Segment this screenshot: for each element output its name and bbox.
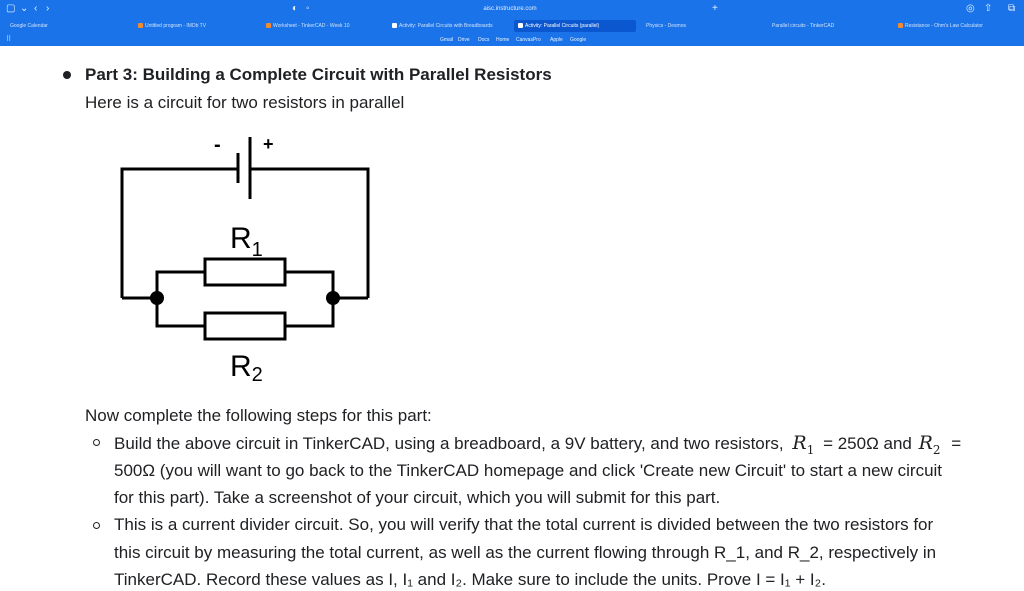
bookmark-5[interactable]: Apple — [550, 37, 563, 43]
tab-favicon — [518, 23, 523, 29]
tabs-icon[interactable]: ⧉ — [1008, 3, 1016, 14]
bookmark-6[interactable]: Google — [570, 37, 587, 43]
parallel-circuit-diagram: - + R1 R2 — [120, 134, 370, 381]
tab-favicon — [138, 23, 143, 29]
add-icon[interactable]: + — [712, 3, 718, 14]
bookmarks-bar: ⠿ Gmail Drive Docs Home CanvasPro Apple … — [0, 34, 1024, 46]
bookmark-4[interactable]: CanvasPro — [516, 37, 541, 43]
tab-favicon — [266, 23, 271, 29]
list-bullet — [63, 71, 71, 79]
wire-right-top — [250, 167, 370, 298]
tab-0[interactable]: Google Calendar — [10, 23, 48, 29]
browser-toolbar: ▢ ⌄ ‹ › ◐ ◦ aisc.instructure.com + ◎ ⇧ ⧉ — [0, 0, 1024, 18]
sidebar-icon[interactable]: ▢ — [6, 3, 16, 14]
back-icon[interactable]: ‹ — [34, 3, 38, 14]
r1-math: R1 — [792, 432, 815, 457]
tab-4[interactable]: Activity: Parallel Circuits (parallel) — [514, 20, 636, 32]
bookmark-2[interactable]: Docs — [478, 37, 490, 43]
tab-favicon — [392, 23, 397, 29]
tab-strip: Google Calendar Untitled program - IMDb … — [0, 18, 1024, 34]
step1-text: Build the above circuit in TinkerCAD, us… — [114, 434, 784, 453]
battery-negative-label: - — [214, 134, 221, 156]
tab-3[interactable]: Activity: Parallel Circuits with Breadbo… — [388, 20, 510, 32]
list-bullet — [93, 522, 100, 529]
browser-chrome: ▢ ⌄ ‹ › ◐ ◦ aisc.instructure.com + ◎ ⇧ ⧉… — [0, 0, 1024, 46]
bookmark-1[interactable]: Drive — [458, 37, 470, 43]
battery-positive-label: + — [263, 134, 274, 154]
branch2-right-wire — [285, 298, 335, 328]
r1-label: R1 — [230, 222, 263, 261]
address-bar[interactable]: aisc.instructure.com — [483, 6, 537, 12]
r2-label: R2 — [230, 350, 263, 381]
r2-math: R2 — [918, 432, 941, 457]
branch1-left-wire — [155, 270, 205, 298]
intro-text: Here is a circuit for two resistors in p… — [85, 93, 405, 112]
branch1-right-wire — [285, 270, 335, 298]
step2-line2: this circuit by measuring the total curr… — [114, 543, 937, 562]
list-bullet — [93, 439, 100, 446]
junction-right — [326, 291, 340, 305]
tab-favicon — [898, 23, 903, 29]
r2-equals: = — [951, 434, 962, 453]
page-content: Part 3: Building a Complete Circuit with… — [0, 46, 1024, 589]
bookmark-3[interactable]: Home — [496, 37, 510, 43]
step2-line3: TinkerCAD. Record these values as I, I₁ … — [114, 570, 826, 589]
resistor-r2 — [203, 311, 287, 341]
chevron-down-icon[interactable]: ⌄ — [20, 3, 29, 14]
tab-5[interactable]: Physics - Desmos — [646, 23, 687, 29]
shield-icon[interactable]: ◐ — [292, 3, 299, 14]
tab-1[interactable]: Untitled program - IMDb TV — [134, 20, 256, 32]
download-icon[interactable]: ◎ — [966, 3, 975, 14]
r1-value: = 250Ω and — [823, 434, 912, 453]
step1-line3: for this part). Take a screenshot of you… — [114, 488, 721, 507]
forward-icon[interactable]: › — [46, 3, 50, 14]
branch2-left-wire — [155, 298, 205, 328]
junction-left — [150, 291, 164, 305]
step1-line1: Build the above circuit in TinkerCAD, us… — [114, 432, 961, 461]
wire-left-top — [120, 167, 238, 298]
step2-line1: This is a current divider circuit. So, y… — [114, 515, 934, 534]
tab-6[interactable]: Parallel circuits - TinkerCAD — [772, 23, 835, 29]
apps-icon[interactable]: ⠿ — [6, 36, 12, 43]
tab-2[interactable]: Worksheet - TinkerCAD - Week 10 — [262, 20, 384, 32]
share-icon[interactable]: ⇧ — [984, 3, 993, 14]
bookmark-0[interactable]: Gmail — [440, 37, 454, 43]
step1-line2: 500Ω (you will want to go back to the Ti… — [114, 461, 943, 480]
resistor-r1 — [203, 257, 287, 287]
steps-intro: Now complete the following steps for thi… — [85, 406, 432, 425]
tab-7[interactable]: Resistance - Ohm's Law Calculator — [894, 20, 1018, 32]
extension-icon[interactable]: ◦ — [306, 3, 310, 14]
section-heading: Part 3: Building a Complete Circuit with… — [85, 65, 552, 84]
